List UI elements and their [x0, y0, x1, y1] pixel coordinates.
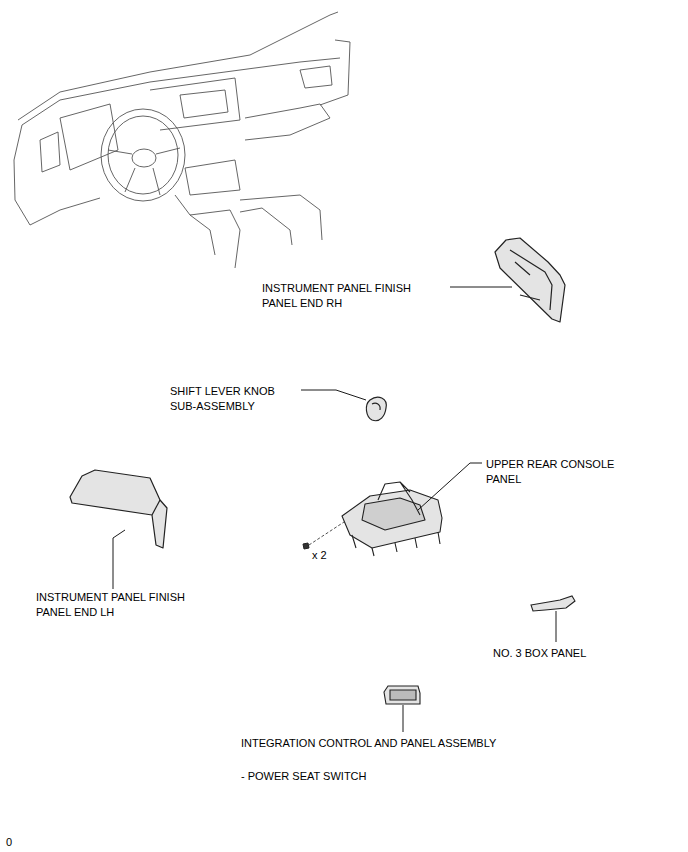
part-label: INSTRUMENT PANEL FINISH PANEL END RH: [262, 281, 444, 311]
upper-rear-console: [342, 482, 442, 556]
power-seat-switch: [384, 686, 420, 704]
panel-end-rh: [495, 238, 565, 322]
part-label: NO. 3 BOX PANEL: [493, 646, 586, 661]
screw: [303, 522, 344, 549]
dashboard-overview: [14, 12, 350, 268]
no3-box-panel: [531, 596, 575, 611]
part-label: x 2: [312, 548, 327, 563]
shift-knob: [366, 397, 386, 421]
part-label: SHIFT LEVER KNOB SUB-ASSEMBLY: [170, 384, 298, 414]
part-label: INTEGRATION CONTROL AND PANEL ASSEMBLY: [241, 736, 496, 751]
part-label: - POWER SEAT SWITCH: [241, 769, 367, 784]
panel-end-lh: [70, 470, 167, 548]
part-label: UPPER REAR CONSOLE PANEL: [486, 457, 636, 487]
part-label: 0: [6, 835, 12, 850]
leader-lines: [113, 287, 556, 732]
part-label: INSTRUMENT PANEL FINISH PANEL END LH: [36, 590, 218, 620]
